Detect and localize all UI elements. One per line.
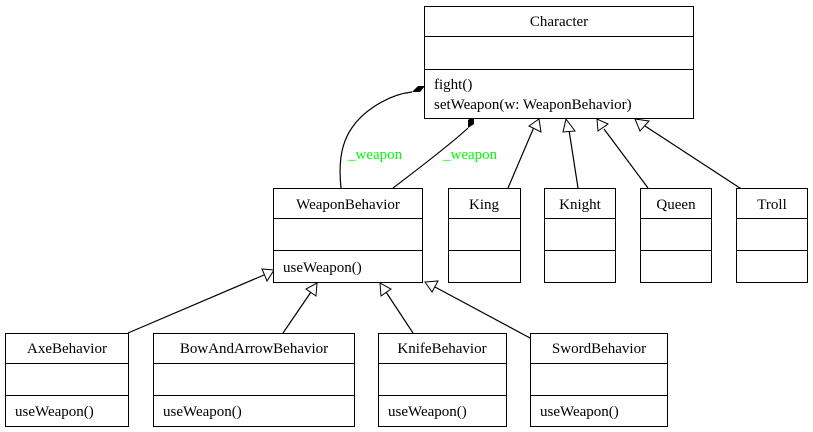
operation-fight: fight() xyxy=(434,77,472,93)
class-name: Character xyxy=(530,14,588,30)
class-name: Queen xyxy=(656,197,696,213)
composition-edge-left xyxy=(339,91,413,189)
class-knife-behavior: KnifeBehavior useWeapon() xyxy=(378,333,507,427)
class-knight: Knight xyxy=(544,188,616,283)
class-king: King xyxy=(448,188,521,283)
operation-use-weapon: useWeapon() xyxy=(388,404,467,420)
class-bow-and-arrow-behavior: BowAndArrowBehavior useWeapon() xyxy=(153,333,355,427)
generalization-queen-edge xyxy=(596,118,649,189)
generalization-knight-edge xyxy=(562,117,579,189)
class-weapon-behavior: WeaponBehavior useWeapon() xyxy=(273,188,423,283)
class-queen: Queen xyxy=(640,188,712,283)
operation-use-weapon: useWeapon() xyxy=(15,404,94,420)
generalization-king-edge xyxy=(507,118,542,189)
composition-diamond-left xyxy=(412,86,425,92)
generalization-knife-edge xyxy=(379,282,414,334)
class-name: SwordBehavior xyxy=(552,341,646,357)
class-name: Troll xyxy=(757,197,786,213)
class-name: KnifeBehavior xyxy=(397,341,486,357)
class-axe-behavior: AxeBehavior useWeapon() xyxy=(5,333,129,427)
generalization-troll-edge xyxy=(634,118,747,193)
generalization-bow-edge xyxy=(282,282,318,334)
class-troll: Troll xyxy=(736,188,808,283)
generalization-axe-edge xyxy=(127,268,275,334)
operation-use-weapon: useWeapon() xyxy=(283,260,362,276)
association-label-left: _weapon xyxy=(347,147,403,163)
generalization-sword-edge xyxy=(424,280,531,339)
class-character: Character fight() setWeapon(w: WeaponBeh… xyxy=(424,6,694,119)
operation-use-weapon: useWeapon() xyxy=(163,404,242,420)
class-name: King xyxy=(469,197,500,213)
class-sword-behavior: SwordBehavior useWeapon() xyxy=(530,333,668,427)
operation-use-weapon: useWeapon() xyxy=(540,404,619,420)
operation-set-weapon: setWeapon(w: WeaponBehavior) xyxy=(434,97,632,113)
class-name: WeaponBehavior xyxy=(296,197,400,213)
class-name: AxeBehavior xyxy=(27,341,107,357)
class-name: BowAndArrowBehavior xyxy=(180,341,328,357)
association-label-right: _weapon xyxy=(442,147,498,163)
composition-edge-right xyxy=(392,127,469,189)
class-name: Knight xyxy=(559,197,602,213)
